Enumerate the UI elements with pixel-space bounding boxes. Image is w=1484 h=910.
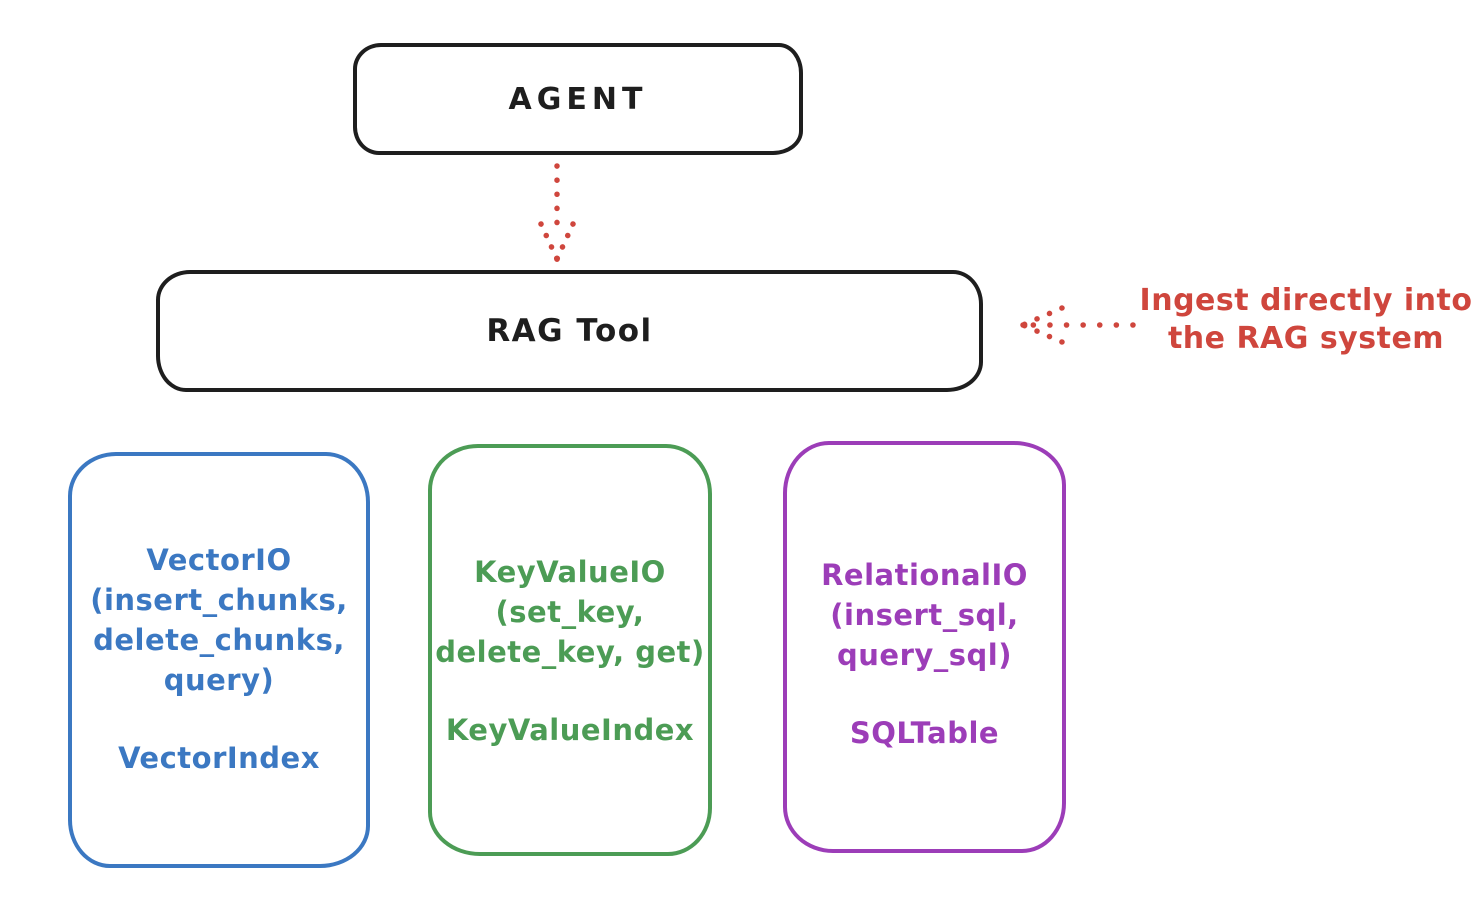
relational-io-title: RelationalIO: [821, 558, 1028, 592]
agent-to-ragtool-arrow-icon: [534, 162, 580, 264]
relational-io-card: RelationalIO (insert_sql, query_sql) SQL…: [783, 441, 1066, 853]
sql-table-label: SQLTable: [849, 716, 1000, 750]
vector-io-methods-line3: query): [163, 663, 275, 697]
vector-io-title: VectorIO: [146, 543, 292, 577]
keyvalue-io-card: KeyValueIO (set_key, delete_key, get) Ke…: [428, 444, 712, 856]
rag-tool-label: RAG Tool: [486, 313, 653, 349]
vector-index-label: VectorIndex: [118, 741, 320, 775]
relational-io-methods-line2: query_sql): [837, 638, 1012, 672]
vector-io-methods-line1: (insert_chunks,: [90, 583, 348, 617]
vector-io-card: VectorIO (insert_chunks, delete_chunks, …: [68, 452, 370, 868]
agent-label: AGENT: [508, 81, 648, 117]
keyvalue-index-label: KeyValueIndex: [445, 713, 695, 747]
rag-tool-node: RAG Tool: [156, 270, 983, 392]
keyvalue-io-methods-line1: (set_key,: [495, 595, 645, 629]
ingest-annotation: Ingest directly into the RAG system: [1136, 282, 1476, 358]
relational-io-methods-line1: (insert_sql,: [830, 598, 1019, 632]
ingest-annotation-line1: Ingest directly into: [1139, 283, 1473, 318]
keyvalue-io-methods-line2: delete_key, get): [435, 635, 705, 669]
keyvalue-io-title: KeyValueIO: [474, 555, 666, 589]
vector-io-methods-line2: delete_chunks,: [93, 623, 345, 657]
agent-node: AGENT: [353, 43, 803, 155]
ingest-annotation-line2: the RAG system: [1167, 321, 1445, 356]
ingest-arrow-icon: [1016, 301, 1138, 349]
